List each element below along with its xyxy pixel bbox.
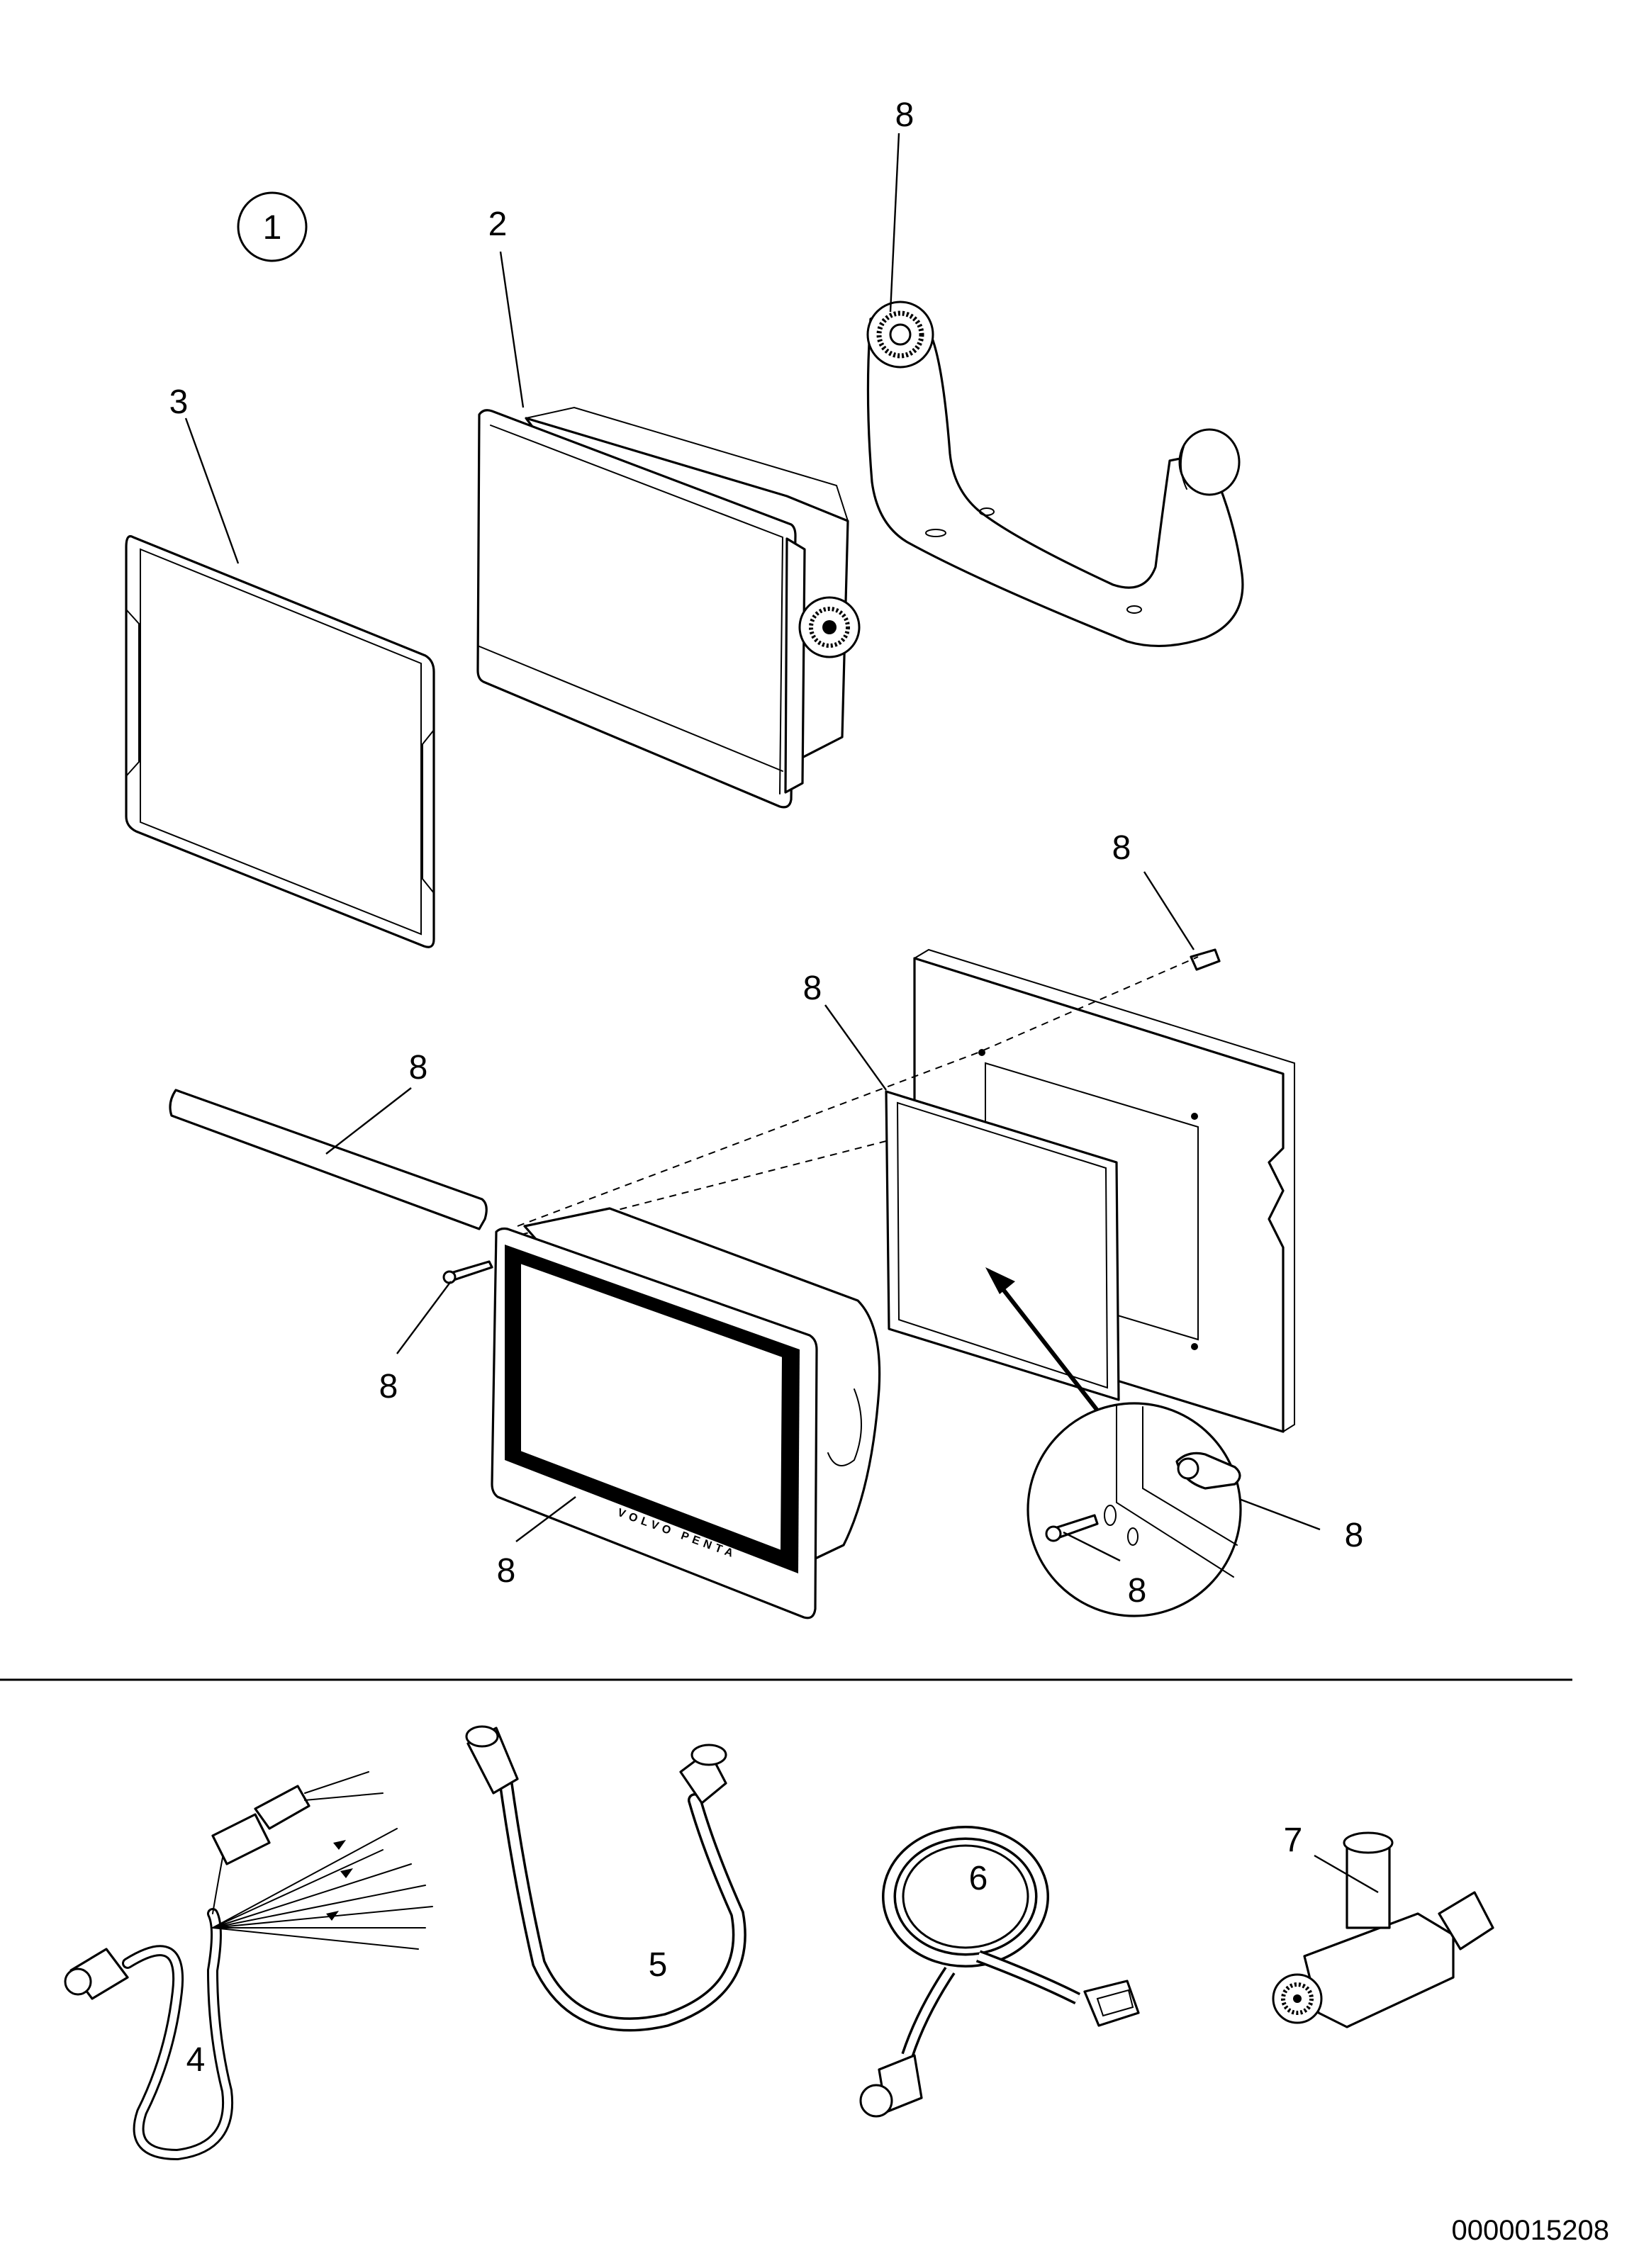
leader-bracket: [889, 133, 900, 313]
flush-display: VOLVO PENTA: [491, 1207, 881, 1619]
group-marker-text: 1: [263, 209, 282, 247]
network-cable: [465, 1725, 746, 2032]
label-stud: 8: [1112, 829, 1131, 867]
label-detail-clip: 8: [1345, 1517, 1364, 1554]
leader-stud: [1143, 871, 1195, 950]
label-flush-screw: 8: [379, 1368, 398, 1405]
leader-detail-screw: [1063, 1531, 1121, 1562]
sun-cover: [125, 535, 435, 948]
detail-arrow: [985, 1267, 1100, 1412]
coiled-cable: [859, 1826, 1140, 2118]
leader-flush-screw: [396, 1281, 452, 1354]
figure-id: 0000015208: [1452, 2215, 1609, 2246]
trim-strip: [169, 1089, 488, 1230]
leader-trim-strip: [325, 1087, 412, 1155]
leader-sun-cover: [184, 417, 240, 564]
leader-detail-clip: [1238, 1498, 1321, 1531]
label-detail-screw: 8: [1128, 1572, 1147, 1610]
detail-view: [1027, 1402, 1242, 1617]
leader-tee-connector: [1314, 1854, 1379, 1894]
stud: [1190, 948, 1221, 971]
label-tee-connector: 7: [1284, 1821, 1303, 1859]
group-marker: 1: [237, 191, 308, 262]
label-network-cable: 5: [649, 1946, 668, 1984]
label-flush-gasket: 8: [803, 970, 822, 1007]
label-trim-strip: 8: [409, 1049, 428, 1087]
label-sun-cover: 3: [169, 383, 189, 421]
tee-connector: [1272, 1831, 1494, 2028]
label-flush-display: 8: [497, 1552, 516, 1590]
label-coiled-cable: 6: [969, 1860, 988, 1897]
display-unit: [476, 406, 861, 809]
power-cable: [64, 1771, 433, 2161]
leader-display-unit: [499, 251, 525, 408]
label-display-unit: 2: [488, 206, 508, 243]
leader-flush-gasket: [824, 1004, 887, 1091]
assembly-line-upper: [517, 956, 1199, 1227]
label-bracket: 8: [895, 96, 914, 134]
label-power-cable: 4: [186, 2041, 206, 2079]
flush-screw: [442, 1260, 493, 1284]
leader-flush-display: [515, 1496, 576, 1542]
mounting-bracket: [866, 301, 1244, 648]
flush-gasket: [885, 1090, 1120, 1401]
